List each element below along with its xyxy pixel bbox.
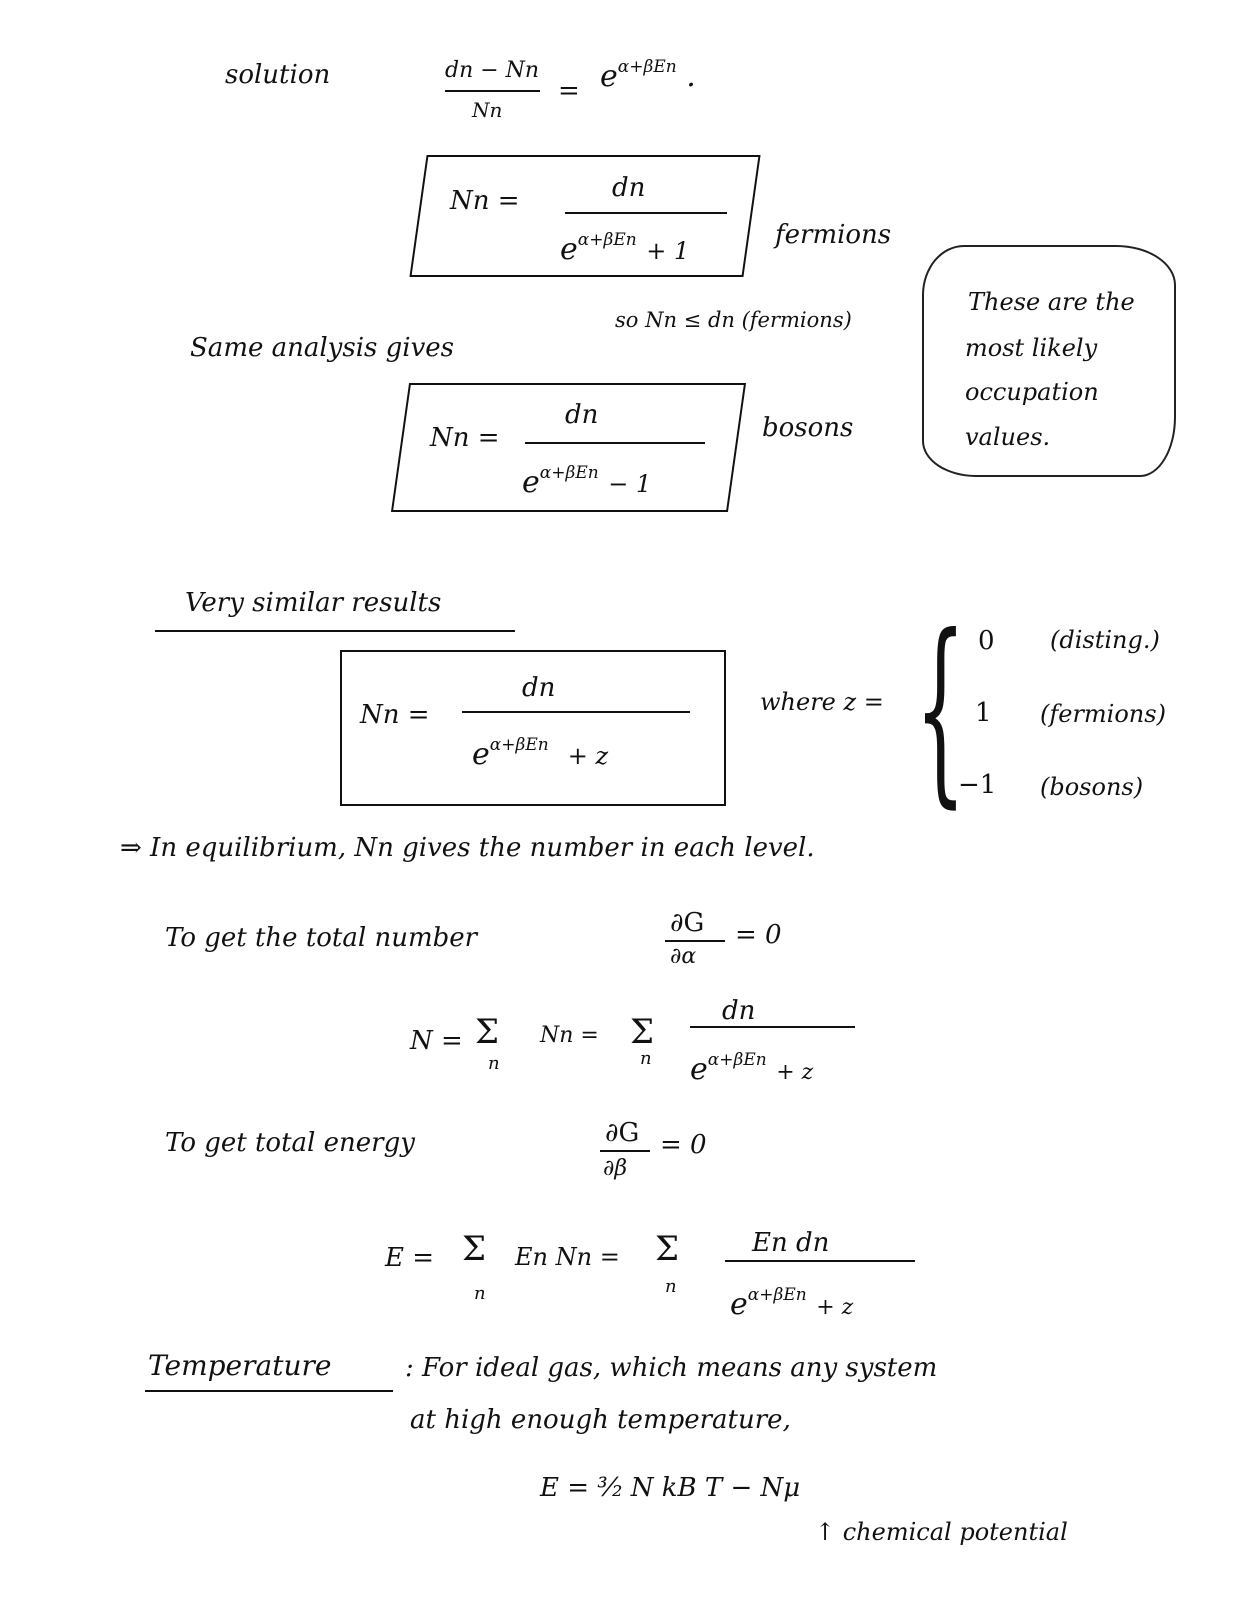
tail: + z: [776, 1060, 814, 1085]
tail: + z: [816, 1295, 854, 1320]
partial-denominator: ∂α: [670, 944, 697, 969]
formula-term: En Nn =: [515, 1243, 620, 1271]
tail: + 1: [646, 237, 690, 265]
equilibrium-text: ⇒ In equilibrium, Nn gives the number in…: [120, 833, 815, 863]
fraction-bar: [600, 1150, 650, 1152]
fraction-bar: [665, 940, 725, 942]
partial-numerator: ∂G: [670, 908, 705, 938]
bosons-label: bosons: [762, 413, 854, 443]
fraction-bar: [565, 212, 727, 214]
boson-denominator: eα+βEn − 1: [522, 465, 652, 500]
z-case-value: 0: [978, 626, 995, 656]
base: e: [472, 737, 490, 772]
formula-lhs: N =: [410, 1026, 463, 1056]
partial-denominator: ∂β: [603, 1156, 628, 1181]
z-case-value: −1: [958, 770, 997, 800]
base: e: [560, 232, 578, 267]
boson-numerator: dn: [565, 400, 599, 430]
fermion-lhs: Nn =: [450, 186, 520, 216]
numerator: dn: [722, 996, 756, 1026]
cloud-note-line: most likely: [965, 334, 1098, 362]
sum-index: n: [474, 1283, 486, 1304]
z-case-label: (bosons): [1040, 773, 1144, 801]
temperature-line: at high enough temperature,: [410, 1405, 791, 1435]
total-energy-text: To get total energy: [165, 1128, 415, 1158]
general-formula-box: [340, 650, 726, 806]
formula-term: Nn =: [540, 1023, 599, 1048]
total-number-text: To get the total number: [165, 923, 478, 953]
sum-index: n: [640, 1048, 652, 1069]
solution-numerator: dn − Nn: [445, 58, 540, 83]
denominator: eα+βEn + z: [730, 1287, 854, 1322]
same-analysis-text: Same analysis gives: [190, 333, 455, 363]
fermion-note: so Nn ≤ dn (fermions): [615, 308, 852, 332]
fermions-label: fermions: [775, 220, 892, 250]
solution-denominator: Nn: [472, 98, 503, 122]
exponent: α+βEn: [577, 230, 637, 250]
general-numerator: dn: [522, 673, 556, 703]
chemical-potential-note: ↑ chemical potential: [815, 1518, 1068, 1546]
fraction-bar: [445, 90, 540, 92]
base: e: [522, 465, 540, 500]
temperature-heading: Temperature: [148, 1349, 332, 1382]
sum-symbol: Σ: [630, 1012, 655, 1052]
sum-symbol: Σ: [475, 1012, 500, 1052]
z-case-value: 1: [975, 698, 992, 728]
sum-index: n: [488, 1053, 500, 1074]
similar-heading: Very similar results: [185, 588, 442, 618]
where-z: where z =: [760, 688, 884, 716]
fraction-bar: [462, 711, 690, 713]
heading-underline: [155, 630, 515, 632]
base: e: [600, 59, 618, 94]
fermion-numerator: dn: [612, 173, 646, 203]
fraction-bar: [525, 442, 705, 444]
cloud-note-line: occupation: [965, 378, 1099, 406]
base: e: [690, 1052, 708, 1087]
exponent: α+βEn: [707, 1050, 767, 1070]
formula-lhs: E =: [385, 1243, 435, 1273]
heading-underline: [145, 1390, 393, 1392]
boson-lhs: Nn =: [430, 423, 500, 453]
left-brace: {: [915, 593, 966, 826]
tail: − 1: [608, 470, 652, 498]
z-case-label: (fermions): [1040, 700, 1166, 728]
eq-zero: = 0: [660, 1130, 707, 1160]
exponent: α+βEn: [539, 463, 599, 483]
period: .: [686, 59, 696, 94]
sum-symbol: Σ: [462, 1229, 487, 1269]
energy-formula: E = ³⁄₂ N kB T − Nμ: [540, 1473, 801, 1503]
temperature-line: : For ideal gas, which means any system: [405, 1353, 938, 1383]
solution-label: solution: [225, 60, 331, 90]
general-denominator: eα+βEn + z: [472, 737, 609, 772]
sum-index: n: [665, 1276, 677, 1297]
partial-numerator: ∂G: [605, 1118, 640, 1148]
solution-rhs: eα+βEn .: [600, 59, 696, 94]
exponent: α+βEn: [747, 1285, 807, 1305]
z-case-label: (disting.): [1050, 626, 1160, 654]
sum-symbol: Σ: [655, 1229, 680, 1269]
fraction-bar: [725, 1260, 915, 1262]
eq-zero: = 0: [735, 920, 782, 950]
cloud-note-line: values.: [965, 423, 1051, 451]
exponent: α+βEn: [489, 735, 549, 755]
fermion-denominator: eα+βEn + 1: [560, 232, 690, 267]
base: e: [730, 1287, 748, 1322]
fraction-bar: [690, 1026, 855, 1028]
cloud-note-outline: [922, 245, 1176, 477]
denominator: eα+βEn + z: [690, 1052, 814, 1087]
tail: + z: [567, 742, 609, 770]
exponent: α+βEn: [617, 57, 677, 77]
general-lhs: Nn =: [360, 700, 430, 730]
equals: =: [558, 76, 580, 106]
cloud-note-line: These are the: [968, 288, 1135, 316]
numerator: En dn: [752, 1228, 830, 1258]
